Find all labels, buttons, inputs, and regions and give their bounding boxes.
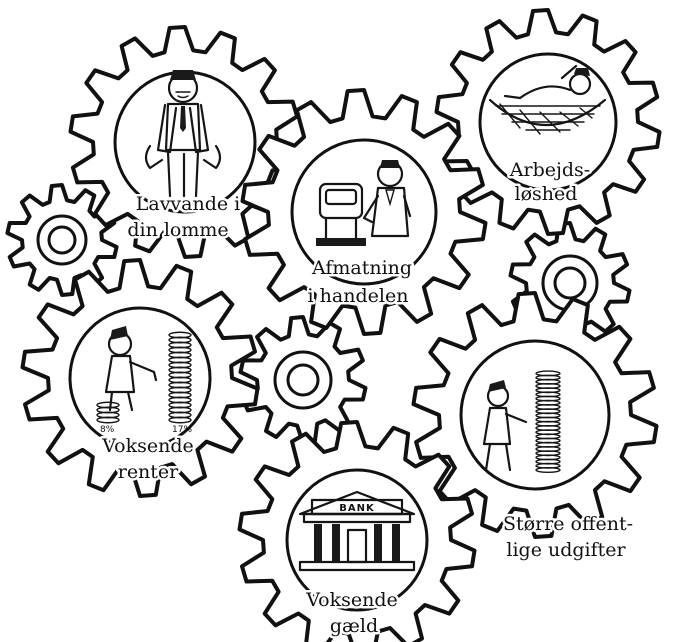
gear-spending-label-line1: Større offent- — [503, 513, 633, 535]
coin — [535, 370, 561, 377]
gear-pockets-label-line2: din lomme — [127, 219, 228, 241]
man-and-coin-stacks-illustration: 8% 17% — [96, 326, 192, 435]
man-in-hammock-illustration — [488, 64, 607, 135]
interest-rate-low: 8% — [100, 425, 115, 435]
gear-debt: BANK Voksende gæld — [237, 420, 477, 642]
coin — [168, 331, 192, 339]
gear-spending: Større offent- lige udgifter — [411, 291, 659, 564]
gear-trade-label-line1: Afmatning — [311, 257, 412, 279]
gear-debt-label-line1: Voksende — [305, 589, 398, 611]
man-and-giant-coin-stack-illustration — [482, 370, 561, 474]
gear-spending-label-line2: lige udgifter — [506, 539, 626, 561]
gear-trade: Afmatning i handelen — [240, 88, 488, 336]
gear-debt-label-line2: gæld — [330, 615, 378, 637]
small-gear-center — [238, 315, 368, 445]
gear-unemployment: Arbejds- løshed — [434, 8, 662, 236]
small-gear-left — [5, 183, 119, 297]
gear-unemployment-label-line2: løshed — [515, 183, 578, 205]
interest-rate-high: 17% — [172, 425, 192, 435]
bank-sign: BANK — [339, 503, 375, 514]
gear-interest-label-line2: renter — [118, 461, 179, 483]
gear-interest: 8% 17% Voksende renter — [20, 258, 260, 498]
man-empty-pockets-illustration — [144, 70, 222, 198]
gear-trade-label-line2: i handelen — [308, 285, 409, 307]
bank-building-illustration: BANK — [298, 490, 416, 572]
gear-unemployment-label-line1: Arbejds- — [509, 159, 590, 181]
gear-pockets-label-line1: Lavvande i — [136, 193, 241, 215]
gear-interest-label-line1: Voksende — [101, 435, 194, 457]
coin — [96, 401, 120, 409]
idle-shopkeeper-illustration — [316, 160, 412, 246]
